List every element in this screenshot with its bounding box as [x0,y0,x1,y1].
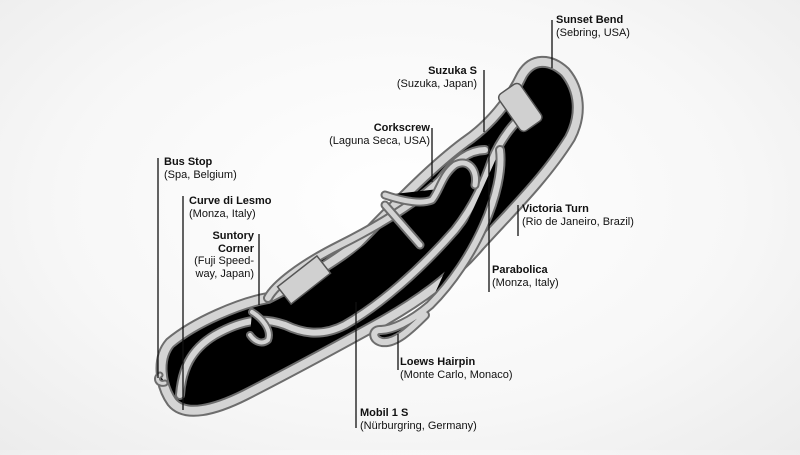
callout-bus-stop: Bus Stop (Spa, Belgium) [164,156,237,181]
grandstand-building [497,82,543,133]
callout-location: (Sebring, USA) [556,26,630,39]
callout-name: Curve di Lesmo [189,195,272,207]
callout-name: Sunset Bend [556,14,624,26]
callout-name: Suzuka S [428,65,477,77]
callout-location: way, Japan) [195,267,255,280]
callout-name: Corkscrew [373,122,430,134]
callout-location: (Laguna Seca, USA) [329,134,430,147]
callout-name: Bus Stop [164,156,213,168]
callout-location: (Monza, Italy) [492,276,559,289]
callout-name: Mobil 1 S [360,407,409,419]
leader-lines [157,20,553,428]
callout-name: Loews Hairpin [400,356,476,368]
callout-location: (Monza, Italy) [189,207,256,220]
callout-mobil-1-s: Mobil 1 S (Nürburgring, Germany) [360,407,477,432]
callout-corkscrew: Corkscrew (Laguna Seca, USA) [329,122,430,147]
callout-suzuka-s: Suzuka S (Suzuka, Japan) [397,65,477,90]
pit-building [276,254,332,306]
callout-location: (Suzuka, Japan) [396,77,477,90]
callout-loews-hairpin: Loews Hairpin (Monte Carlo, Monaco) [400,356,513,381]
callout-location: (Nürburgring, Germany) [360,419,477,432]
callout-suntory-corner: Suntory Corner (Fuji Speed- way, Japan) [194,230,254,280]
callout-name: Victoria Turn [522,203,589,215]
callout-location: (Rio de Janeiro, Brazil) [522,215,634,228]
callout-victoria-turn: Victoria Turn (Rio de Janeiro, Brazil) [522,203,634,228]
callout-curve-di-lesmo: Curve di Lesmo (Monza, Italy) [189,195,272,220]
callout-name: Suntory [212,230,254,242]
callout-location: (Monte Carlo, Monaco) [400,368,513,381]
callout-name: Parabolica [492,264,548,276]
callout-parabolica: Parabolica (Monza, Italy) [492,264,559,289]
callout-location: (Spa, Belgium) [164,168,237,181]
track-outline [158,62,578,411]
callout-sunset-bend: Sunset Bend (Sebring, USA) [556,14,630,39]
callout-location: (Fuji Speed- [194,255,254,267]
callout-name: Corner [217,242,254,255]
